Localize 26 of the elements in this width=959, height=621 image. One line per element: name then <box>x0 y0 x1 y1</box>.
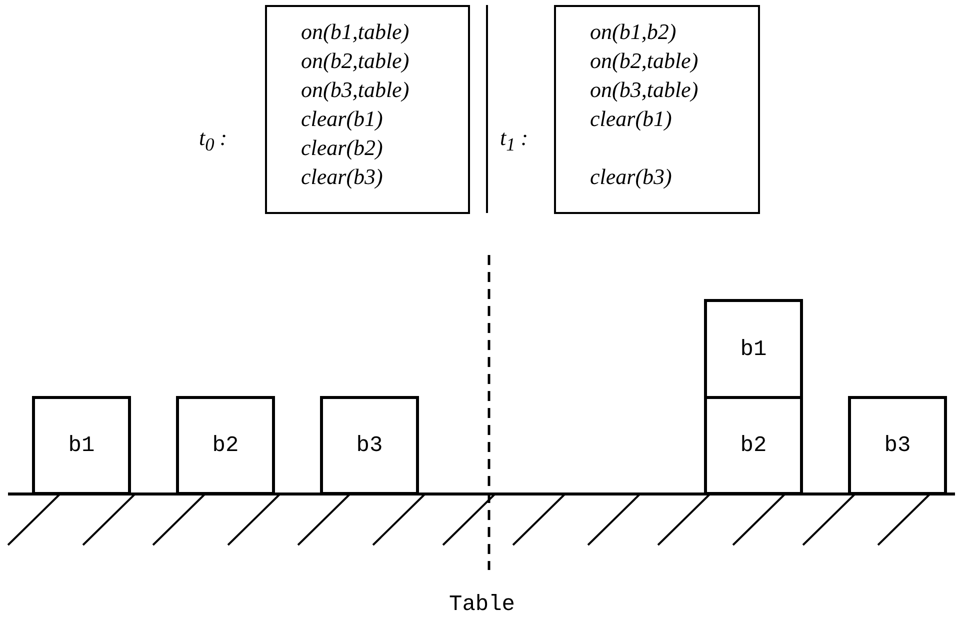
block <box>704 299 803 399</box>
predicate-text: on(b2,table) <box>590 48 698 74</box>
block <box>32 396 131 495</box>
time-label: t$_{1}$ : <box>500 125 528 156</box>
predicate-text: on(b2,table) <box>301 48 410 74</box>
block-label: b2 <box>740 433 767 458</box>
block <box>704 396 803 495</box>
predicate-text: clear(b3) <box>590 164 672 190</box>
block-label: b2 <box>212 433 239 458</box>
block <box>176 396 275 495</box>
block-label: b1 <box>68 433 95 458</box>
predicate-text: on(b3,table) <box>590 77 698 103</box>
predicate-text: on(b1,b2) <box>590 19 676 45</box>
predicate-text: on(b3,table) <box>301 77 410 103</box>
block <box>848 396 947 495</box>
predicate-text: clear(b1) <box>301 106 383 132</box>
predicate-text: clear(b1) <box>590 106 672 132</box>
predicate-text: clear(b3) <box>301 164 383 190</box>
block-label: b3 <box>884 433 911 458</box>
block <box>320 396 419 495</box>
predicate-text: on(b1,table) <box>301 19 410 45</box>
predicate-text: clear(b2) <box>301 135 383 161</box>
block-label: b1 <box>740 336 767 362</box>
block-label: b3 <box>356 433 383 458</box>
table-label: Table <box>449 592 516 617</box>
time-label: t$_{0}$ : <box>199 125 228 156</box>
